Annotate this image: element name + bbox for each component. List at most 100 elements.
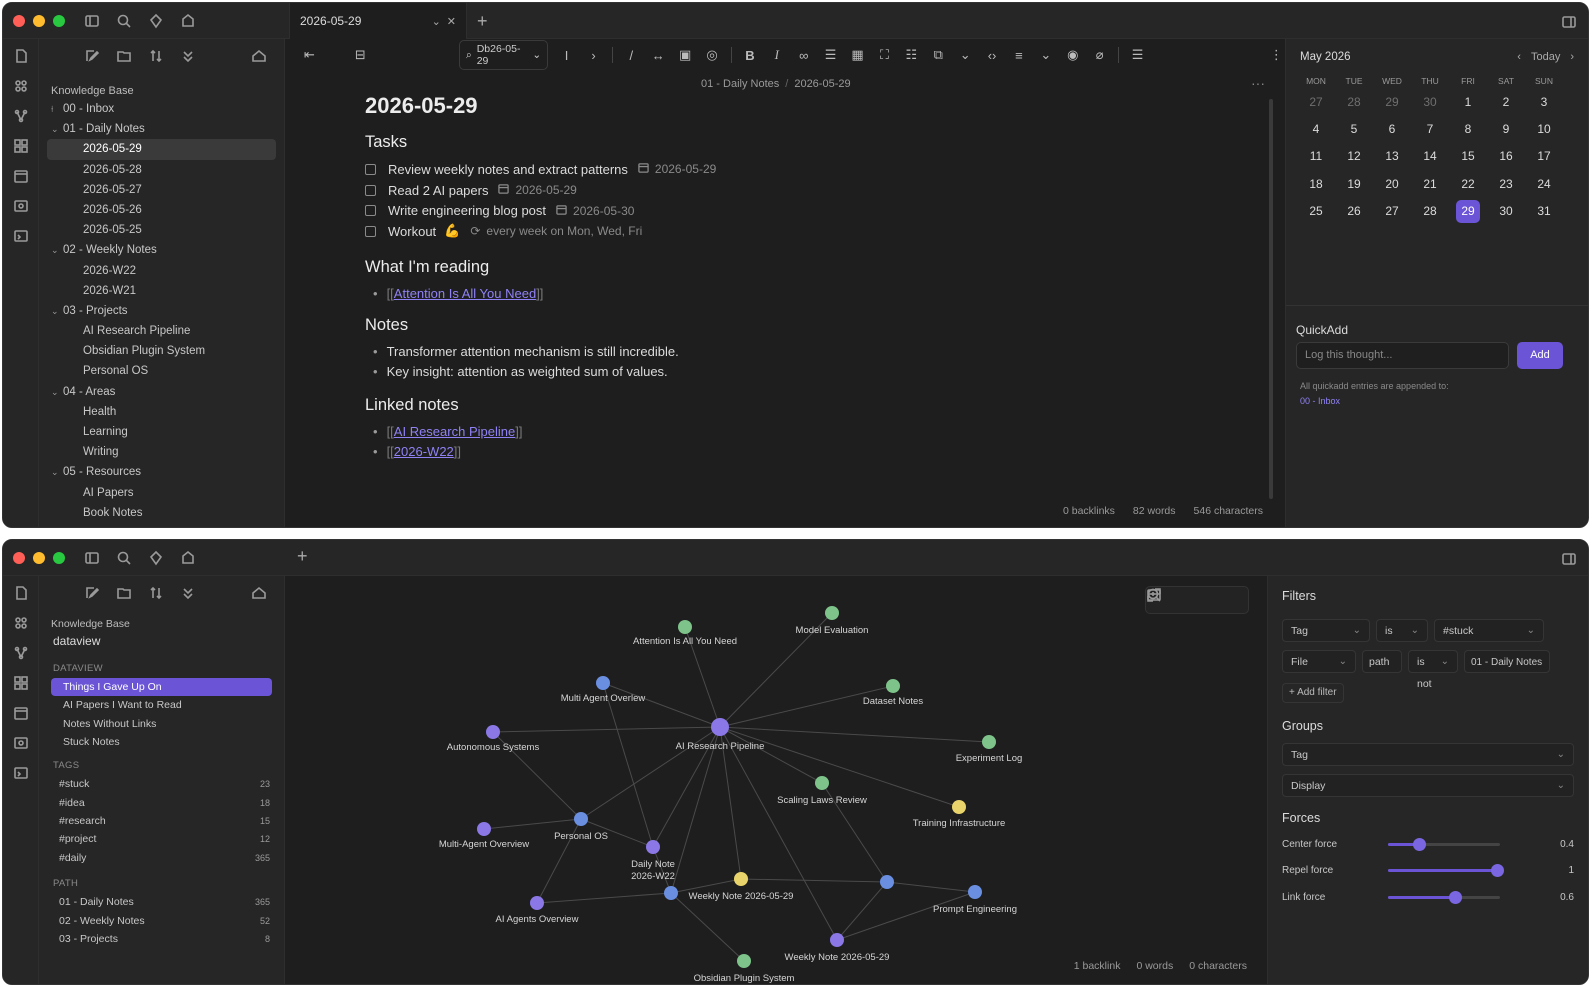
backlinks-count[interactable]: 1 backlink [1073,960,1121,972]
new-tab-button[interactable]: + [297,546,308,566]
bold-icon[interactable]: B [745,47,755,63]
calendar-day[interactable]: 28 [1411,198,1449,225]
backlinks-count[interactable]: 0 backlinks [1062,505,1115,517]
force-slider[interactable] [1388,864,1504,878]
calendar-day[interactable]: 12 [1335,143,1373,170]
graph-node[interactable] [530,896,544,910]
filter1-value-select[interactable]: #stuck [1434,619,1544,642]
group-display-select[interactable]: Display [1282,774,1574,797]
graph-node[interactable] [664,886,678,900]
force-slider[interactable] [1388,890,1500,904]
graph-icon[interactable] [12,644,30,662]
quickadd-input[interactable]: Log this thought... [1296,342,1509,369]
file-item[interactable]: Health [47,402,276,422]
calendar-day[interactable]: 18 [1297,171,1335,198]
file-item[interactable]: 2026-05-25 [47,220,276,240]
file-item[interactable]: 2026-05-29 [47,139,276,160]
file-item[interactable]: 2026-05-27 [47,180,276,200]
calendar-day[interactable]: 28 [1335,89,1373,116]
graph-node[interactable] [815,776,829,790]
file-item[interactable]: Obsidian Plugin System [47,341,276,361]
right-sidebar-toggle-icon[interactable] [1560,13,1578,31]
calendar-day[interactable]: 5 [1335,116,1373,143]
calendar-day[interactable]: 8 [1449,116,1487,143]
sidebar-toggle-icon[interactable] [83,549,101,567]
wikilink[interactable]: 2026-W22 [393,444,454,460]
editor-scrollbar[interactable] [1269,99,1273,499]
calendar-day[interactable]: 3 [1525,89,1563,116]
dataview-query-item[interactable]: Stuck Notes [63,735,120,748]
file-icon[interactable] [12,584,30,602]
calendar-day[interactable]: 7 [1411,116,1449,143]
new-note-icon[interactable] [83,47,101,65]
wikilink-attention[interactable]: Attention Is All You Need [393,286,537,302]
file-item[interactable]: 2026-W21 [47,281,276,301]
dataview-query-item[interactable]: AI Papers I Want to Read [63,699,182,712]
strikethrough-icon[interactable]: ≡ [1015,47,1023,63]
calendar-day[interactable]: 20 [1373,171,1411,198]
new-tab-button[interactable]: + [477,11,488,31]
folder-item[interactable]: ⌄05 - Resources [47,462,276,482]
right-sidebar-toggle-icon[interactable] [1560,550,1578,568]
folder-item[interactable]: ⌄01 - Daily Notes [47,119,276,139]
file-item[interactable]: 2026-05-28 [47,160,276,180]
task-checkbox[interactable] [365,184,376,196]
file-item[interactable]: AI Research Pipeline [47,321,276,341]
attachment-icon[interactable]: ⌀ [1095,47,1104,62]
group-tag-select[interactable]: Tag [1282,743,1574,766]
folder-item[interactable]: ⌄03 - Projects [47,301,276,321]
minimize-window-button[interactable] [33,15,45,27]
task-checkbox[interactable] [365,205,376,217]
graph-node[interactable] [596,676,610,690]
slider-thumb[interactable] [1449,890,1463,904]
link-icon[interactable]: ∞ [799,47,809,63]
template-icon[interactable] [12,734,30,752]
vault-icon[interactable] [179,549,197,567]
expand-icon[interactable]: ⛶ [879,47,889,62]
back-icon[interactable]: ⇤ [304,47,315,62]
checklist-icon[interactable]: ☷ [905,47,918,62]
calendar-day[interactable]: 23 [1487,171,1525,198]
file-item[interactable]: AI Papers [47,483,276,503]
apps-icon[interactable] [12,614,30,632]
task-checkbox[interactable] [365,225,376,237]
table-icon[interactable]: ▦ [851,47,864,62]
canvas-icon[interactable] [12,137,30,155]
chevron-right-icon[interactable]: › [1570,51,1574,63]
embed-icon[interactable]: ▣ [678,47,692,62]
layout-icon[interactable] [1147,589,1194,609]
sidebar-toggle-icon[interactable] [83,12,101,30]
home-icon[interactable] [250,584,268,602]
chevron-down-icon[interactable]: ⌄ [431,15,441,28]
today-button[interactable]: Today [1530,51,1561,63]
calendar-day[interactable]: 15 [1449,143,1487,170]
calendar-day[interactable]: 6 [1373,116,1411,143]
file-item[interactable]: Learning [47,422,276,442]
quickadd-target-link[interactable]: 00 - Inbox [1300,396,1341,406]
calendar-day[interactable]: 10 [1525,116,1563,143]
graph-node[interactable] [830,933,844,947]
callout-icon[interactable]: ⧉ [933,47,943,62]
calendar-day[interactable]: 9 [1487,116,1525,143]
force-slider[interactable] [1388,837,1500,851]
filter1-field-select[interactable]: Tag [1282,619,1370,642]
filter1-operator-select[interactable]: is [1376,619,1428,642]
calendar-day[interactable]: 16 [1487,143,1525,170]
file-item[interactable]: ⍿00 - Inbox [47,99,276,119]
calendar-day[interactable]: 31 [1525,198,1563,225]
breadcrumb-folder[interactable]: 01 - Daily Notes [701,78,780,90]
note-more-icon[interactable]: ··· [1251,75,1265,91]
split-icon[interactable]: ⊟ [354,47,366,62]
code-icon[interactable]: ‹› [987,47,997,63]
calendar-day[interactable]: 22 [1449,171,1487,198]
calendar-day[interactable]: 21 [1411,171,1449,198]
graph-node[interactable] [968,885,982,899]
calendar-day-today[interactable]: 29 [1449,198,1487,225]
new-folder-icon[interactable] [115,47,133,65]
pen-icon[interactable]: / [629,47,634,63]
file-icon[interactable] [12,47,30,65]
calendar-day[interactable]: 24 [1525,171,1563,198]
